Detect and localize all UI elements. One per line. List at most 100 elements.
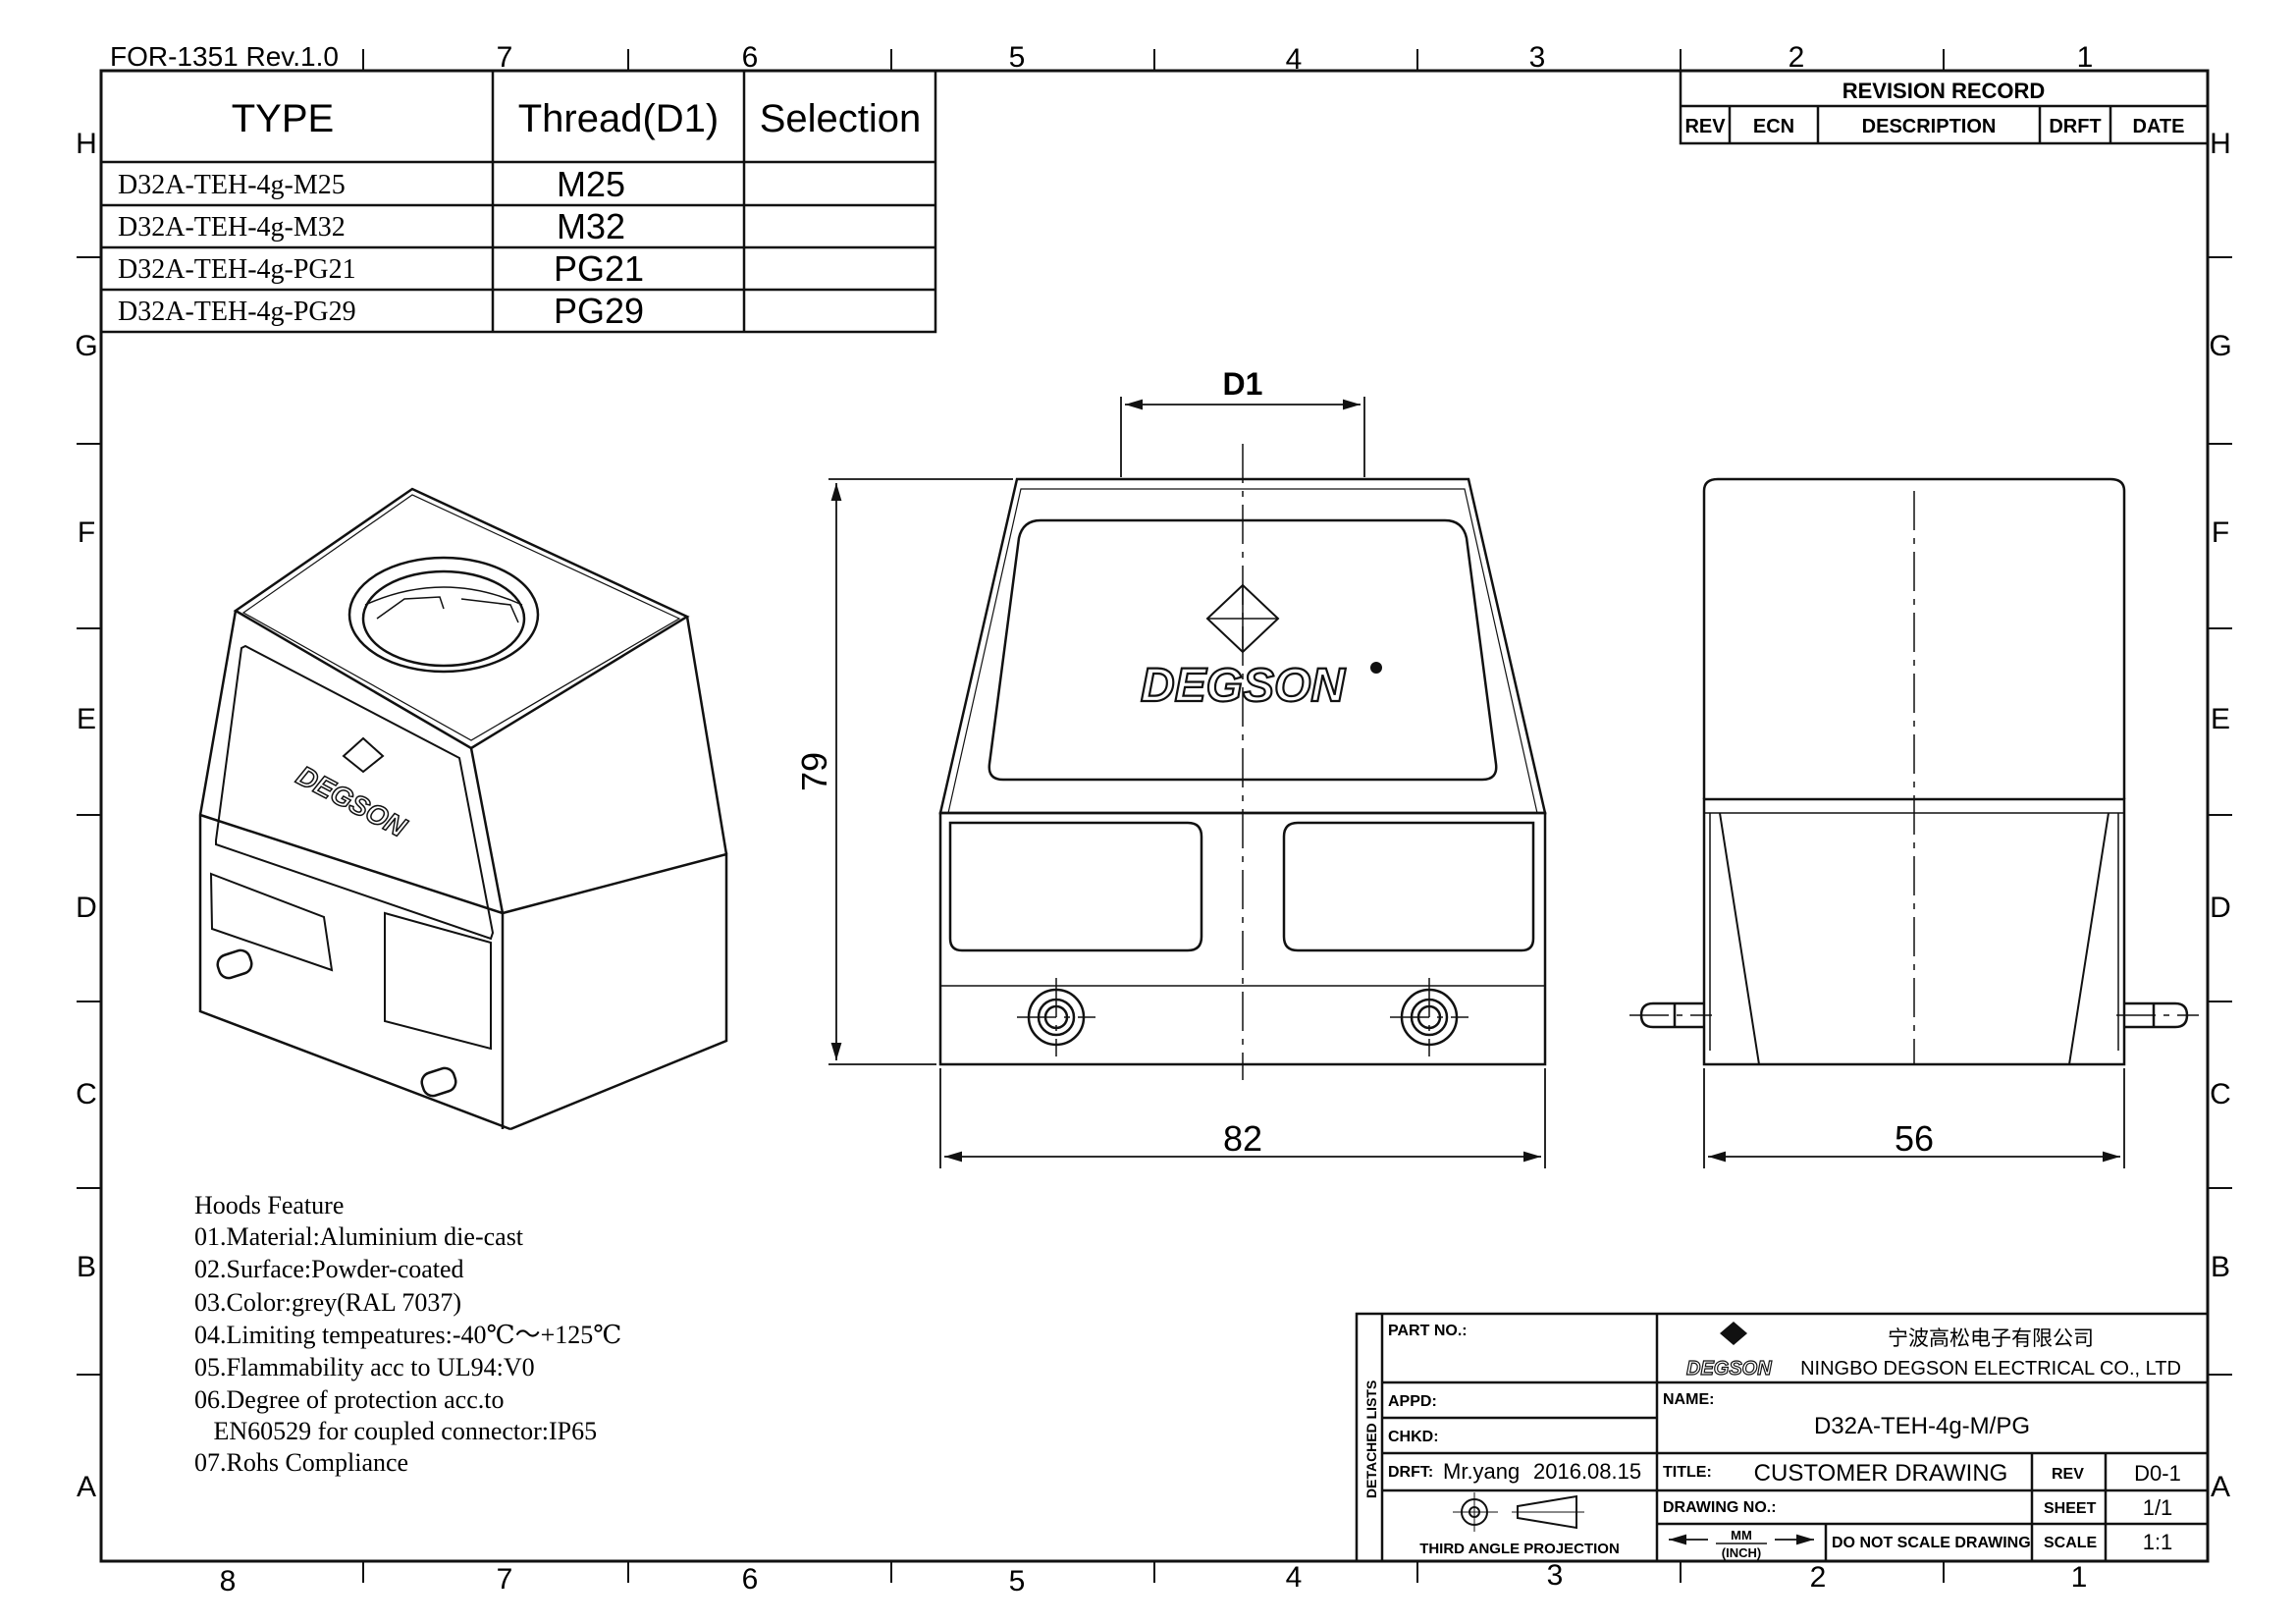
rev-label: REV (2052, 1466, 2084, 1483)
part-no-label: PART NO.: (1388, 1323, 1468, 1339)
units-inch: (INCH) (1722, 1545, 1761, 1560)
side-width-label: 56 (1895, 1118, 1934, 1159)
scale-value: 1:1 (2143, 1530, 2173, 1554)
side-width-dimension (1703, 1068, 2125, 1168)
description-header: DESCRIPTION (1862, 116, 1997, 137)
zone-row-left-E: E (77, 703, 96, 735)
type-row-4: D32A-TEH-4g-PG29 (118, 297, 356, 327)
front-width-label: 82 (1223, 1118, 1262, 1159)
zone-row-left-F: F (78, 516, 95, 549)
zone-row-labels: H G F E D C B A H G F E D C B A (75, 128, 2231, 1503)
zone-col-bottom-6: 6 (742, 1563, 759, 1596)
side-centerlines (1629, 491, 2199, 1064)
ecn-header: ECN (1753, 116, 1794, 137)
rev-header: REV (1684, 116, 1726, 137)
feature-item-6: 06.Degree of protection acc.to (194, 1385, 504, 1414)
thread-row-4: PG29 (554, 291, 644, 331)
date-header: DATE (2133, 116, 2185, 137)
front-width-dimension (939, 1068, 1546, 1168)
zone-row-right-B: B (2211, 1251, 2230, 1283)
feature-item-4: 04.Limiting tempeatures:-40℃～+125℃ (194, 1321, 621, 1349)
rev-value: D0-1 (2134, 1461, 2181, 1486)
zone-col-top-2: 2 (1789, 41, 1805, 74)
no-scale-note: DO NOT SCALE DRAWING (1832, 1535, 2031, 1551)
feature-item-2: 02.Surface:Powder-coated (194, 1255, 464, 1283)
title-block (1355, 1312, 2210, 1563)
feature-item-1: 01.Material:Aluminium die-cast (194, 1222, 524, 1251)
zone-row-right-E: E (2211, 703, 2230, 735)
title-value: CUSTOMER DRAWING (1754, 1460, 2008, 1487)
d1-label: D1 (1223, 366, 1263, 402)
zone-col-top-6: 6 (742, 41, 759, 74)
zone-row-right-C: C (2210, 1078, 2231, 1110)
front-logo: DEGSON (1140, 583, 1382, 713)
selection-header: Selection (760, 97, 922, 140)
feature-item-7: EN60529 for coupled connector:IP65 (194, 1417, 597, 1445)
zone-row-left-G: G (75, 330, 97, 362)
company-logo-icon (1720, 1322, 1747, 1345)
thread-row-2: M32 (557, 206, 625, 246)
height-dimension (828, 478, 1013, 1065)
zone-row-left-A: A (77, 1471, 96, 1503)
zone-col-bottom-7: 7 (497, 1563, 513, 1596)
zone-row-right-H: H (2210, 128, 2231, 160)
form-id: FOR-1351 Rev.1.0 (110, 41, 339, 72)
type-table (99, 69, 937, 334)
zone-col-bottom-2: 2 (1810, 1561, 1827, 1594)
drawing-no-label: DRAWING NO.: (1663, 1499, 1777, 1516)
zone-col-bottom-4: 4 (1286, 1561, 1303, 1594)
feature-item-5: 05.Flammability acc to UL94:V0 (194, 1353, 535, 1381)
sheet-label: SHEET (2044, 1500, 2097, 1517)
drft-header: DRFT (2049, 116, 2101, 137)
sheet-value: 1/1 (2143, 1495, 2173, 1520)
isometric-view (198, 487, 728, 1131)
front-brand: DEGSON (1141, 660, 1346, 712)
type-row-1: D32A-TEH-4g-M25 (118, 170, 346, 200)
zone-col-top-5: 5 (1009, 41, 1026, 74)
company-name-cn: 宁波高松电子有限公司 (1888, 1327, 2094, 1350)
zone-col-bottom-5: 5 (1009, 1565, 1026, 1597)
zone-column-labels-top: 7 6 5 4 3 2 1 (497, 41, 2094, 76)
detached-lists-label: DETACHED LISTS (1363, 1380, 1379, 1498)
units-mm: MM (1731, 1528, 1752, 1543)
features-title: Hoods Feature (194, 1191, 344, 1219)
zone-column-labels-bottom: 8 7 6 5 4 3 2 1 (220, 1559, 2088, 1597)
isometric-brand: DEGSON (292, 760, 411, 843)
zone-row-right-A: A (2211, 1471, 2230, 1503)
zone-col-top-3: 3 (1529, 41, 1546, 74)
zone-col-bottom-1: 1 (2071, 1561, 2088, 1594)
zone-col-bottom-3: 3 (1547, 1559, 1564, 1592)
isometric-logo: DEGSON (291, 736, 412, 843)
zone-col-top-1: 1 (2077, 41, 2094, 74)
title-label: TITLE: (1663, 1464, 1712, 1481)
revision-record-table (1679, 69, 2210, 145)
height-label: 79 (794, 752, 834, 791)
zone-row-right-D: D (2210, 892, 2231, 924)
zone-col-bottom-8: 8 (220, 1565, 237, 1597)
thread-row-1: M25 (557, 164, 625, 204)
draft-date: 2016.08.15 (1533, 1459, 1641, 1484)
name-label: NAME: (1663, 1391, 1714, 1408)
third-angle-projection-icon (1453, 1492, 1584, 1532)
zone-col-top-7: 7 (497, 41, 513, 74)
appd-label: APPD: (1388, 1393, 1437, 1410)
drafter-name: Mr.yang (1443, 1459, 1520, 1484)
zone-row-left-B: B (77, 1251, 96, 1283)
name-value: D32A-TEH-4g-M/PG (1814, 1413, 2030, 1439)
type-row-3: D32A-TEH-4g-PG21 (118, 254, 356, 285)
zone-row-left-H: H (76, 128, 97, 160)
zone-ticks (77, 49, 2232, 1583)
revision-record-title: REVISION RECORD (1842, 79, 2046, 103)
scale-label: SCALE (2044, 1535, 2098, 1551)
zone-row-left-D: D (76, 892, 97, 924)
d1-dimension (1120, 397, 1365, 477)
feature-item-3: 03.Color:grey(RAL 7037) (194, 1288, 461, 1317)
feature-item-8: 07.Rohs Compliance (194, 1448, 408, 1477)
zone-col-top-4: 4 (1286, 43, 1303, 76)
type-header: TYPE (232, 97, 334, 140)
thread-header: Thread(D1) (518, 97, 720, 140)
projection-label: THIRD ANGLE PROJECTION (1419, 1541, 1620, 1557)
zone-row-right-G: G (2209, 330, 2231, 362)
company-logo-brand: DEGSON (1686, 1358, 1772, 1380)
